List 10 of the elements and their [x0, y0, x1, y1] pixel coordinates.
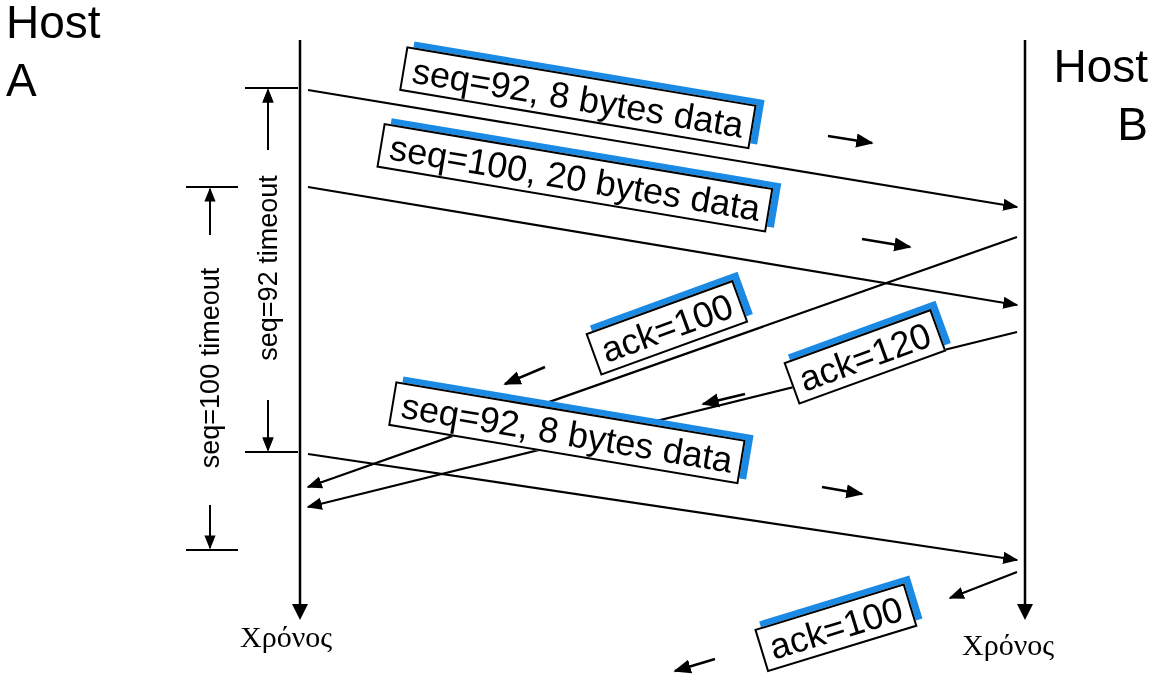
- arrow: [307, 185, 1019, 309]
- host-label: Host B: [1038, 38, 1148, 153]
- timeline: [292, 40, 308, 620]
- timeline: [1017, 40, 1033, 620]
- host-label: Host A: [6, 0, 126, 109]
- arrow: [307, 88, 1019, 211]
- arrow: [307, 452, 1019, 565]
- time-axis-label: Χρόνος: [240, 622, 333, 652]
- time-axis-label: Χρόνος: [962, 630, 1055, 660]
- arrow: [948, 570, 1018, 600]
